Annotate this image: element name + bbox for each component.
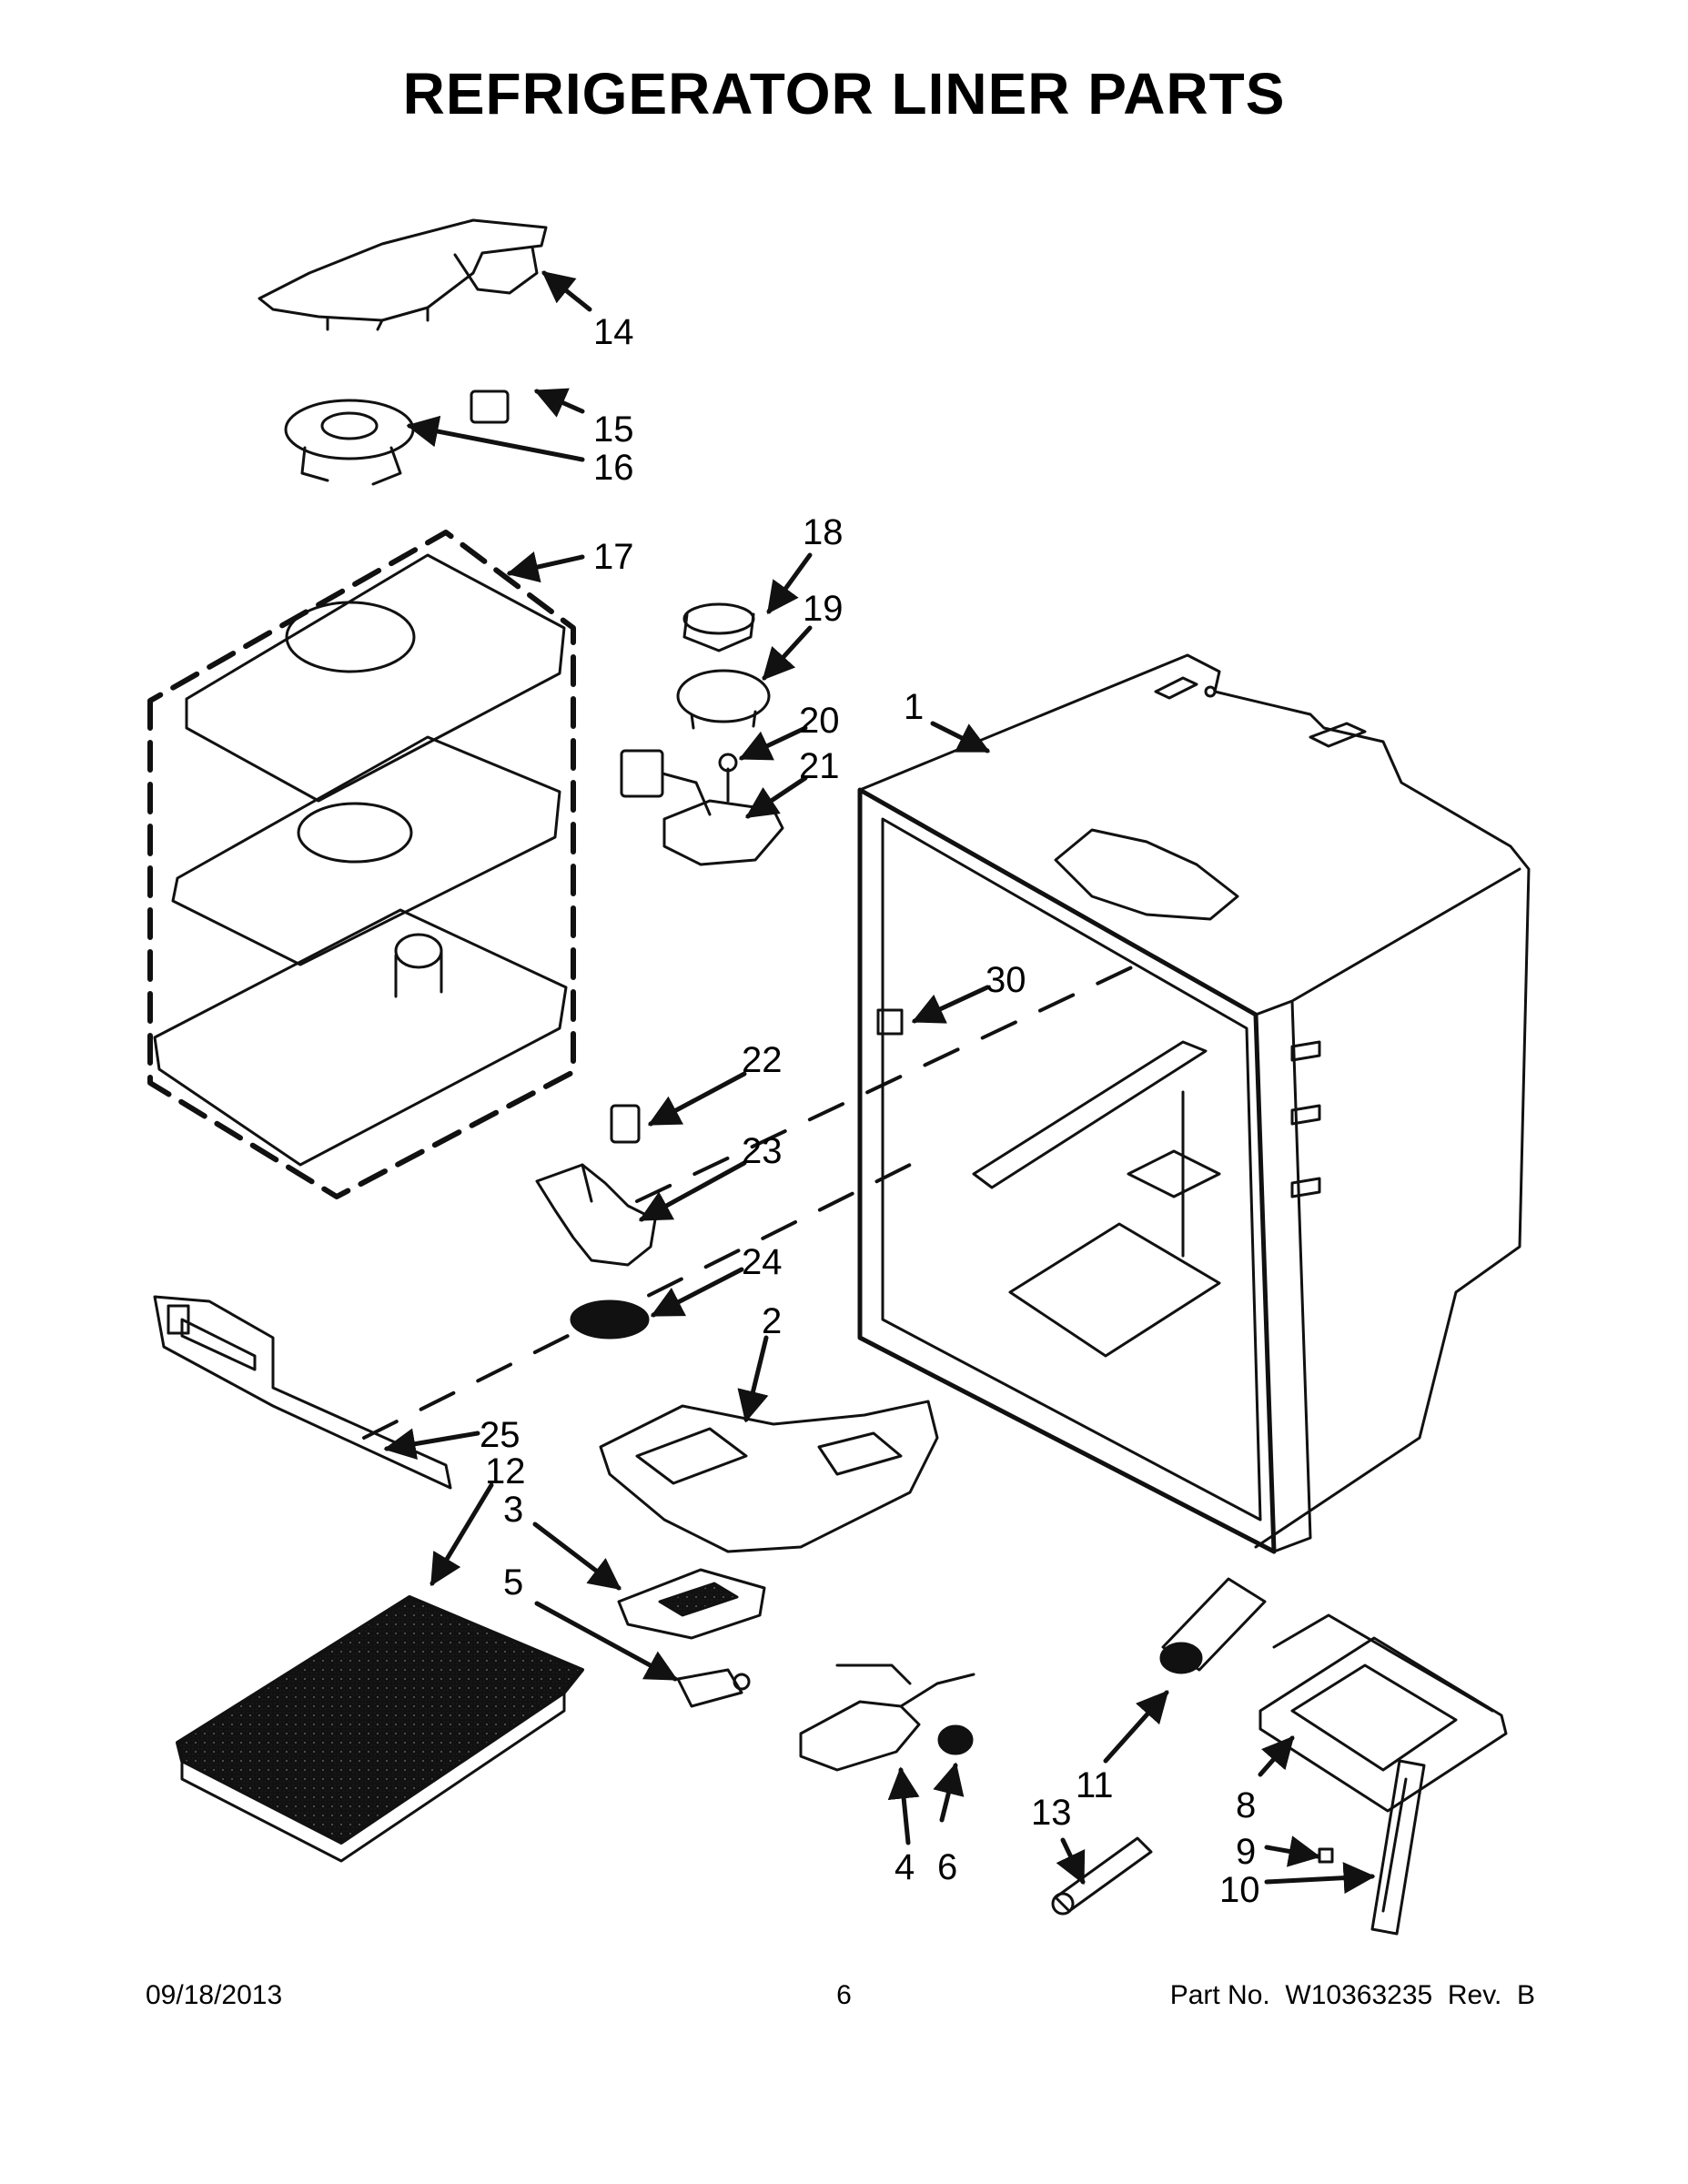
callout-13: 13 (1031, 1793, 1072, 1833)
callout-9: 9 (1236, 1832, 1256, 1872)
callout-22: 22 (742, 1040, 783, 1080)
part-24-gasket (570, 1299, 650, 1340)
callout-21: 21 (799, 746, 840, 786)
part-30-switch (876, 1008, 904, 1036)
part-13-tube (1051, 1836, 1153, 1916)
part-8-housing (1258, 1613, 1508, 1813)
part-2-crisper-cover (599, 1400, 939, 1553)
page-title: REFRIGERATOR LINER PARTS (402, 61, 1286, 126)
callout-8: 8 (1236, 1785, 1256, 1825)
callout-3: 3 (503, 1490, 523, 1530)
callout-25: 25 (480, 1415, 521, 1455)
callout-17: 17 (593, 537, 634, 577)
callout-24: 24 (742, 1242, 783, 1282)
footer-date: 09/18/2013 (146, 1980, 283, 2010)
footer-page-number: 6 (836, 1980, 852, 2010)
part-18-21 (620, 602, 784, 866)
part-12-shelf (176, 1595, 584, 1863)
callout-4: 4 (895, 1847, 915, 1887)
part-15-16 (284, 389, 510, 486)
callout-12: 12 (485, 1451, 526, 1491)
part-5-valve (676, 1668, 751, 1708)
part-14-cover (258, 218, 548, 331)
callout-6: 6 (937, 1847, 957, 1887)
callout-20: 20 (799, 701, 840, 741)
callout-16: 16 (593, 448, 634, 488)
callout-19: 19 (803, 589, 844, 629)
part-1-liner (857, 653, 1531, 1554)
callout-23: 23 (742, 1131, 783, 1171)
callout-2: 2 (762, 1301, 782, 1341)
callout-5: 5 (503, 1562, 523, 1603)
part-22 (610, 1104, 641, 1144)
part-9-clip (1318, 1847, 1334, 1864)
callout-14: 14 (593, 312, 634, 352)
callout-30: 30 (986, 960, 1026, 1000)
part-6-knob (937, 1724, 974, 1755)
callout-labels: 1 2 3 4 5 6 8 9 10 11 12 13 14 15 16 17 … (480, 312, 1260, 1910)
footer-part-number: Part No. W10363235 Rev. B (1169, 1980, 1535, 2010)
part-25-panel (153, 1295, 452, 1490)
callout-1: 1 (904, 687, 924, 727)
callout-11: 11 (1076, 1765, 1114, 1805)
part-3-filter (617, 1568, 766, 1640)
callout-15: 15 (593, 410, 634, 450)
part-17-assembly (147, 530, 576, 1199)
arrow-leaders (383, 270, 1376, 1895)
part-11-cartridge (1159, 1577, 1267, 1674)
part-23-damper (535, 1163, 657, 1267)
dashed-leader-lower (362, 1158, 921, 1440)
part-10-bracket (1370, 1759, 1426, 1936)
callout-18: 18 (803, 512, 844, 552)
callout-10: 10 (1219, 1870, 1260, 1910)
dashed-leader-upper (635, 963, 1139, 1203)
part-4-harness (799, 1663, 975, 1772)
